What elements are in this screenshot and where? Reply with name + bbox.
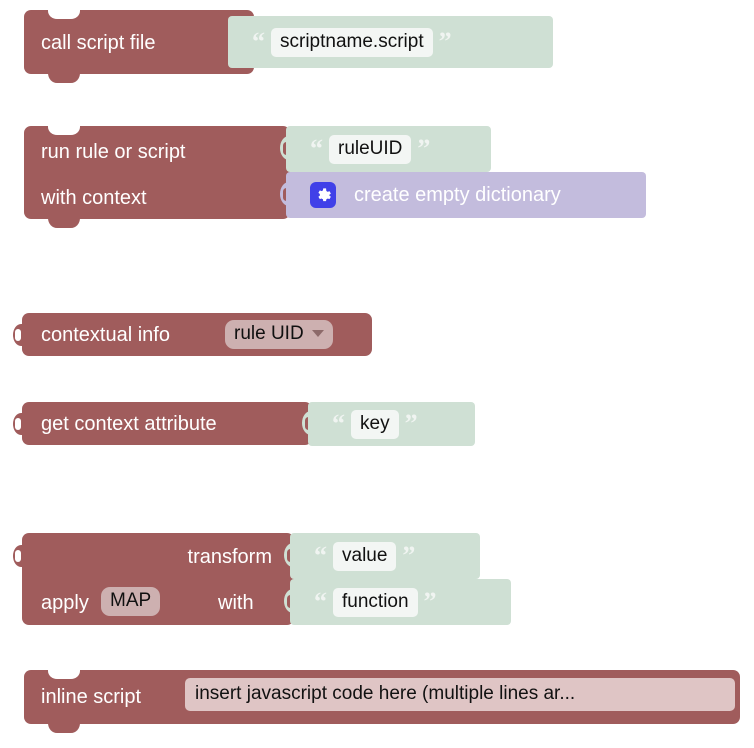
bottom-tab bbox=[48, 723, 80, 733]
gear-icon[interactable] bbox=[310, 182, 336, 208]
open-quote-glyph: “ bbox=[314, 587, 327, 616]
close-quote-glyph: ” bbox=[402, 541, 416, 570]
top-notch bbox=[48, 126, 80, 135]
block-contextual-info[interactable]: contextual info rule UID bbox=[13, 313, 402, 361]
open-quote-glyph: “ bbox=[332, 409, 345, 438]
text-value-block-rule-uid[interactable]: “ ruleUID ” bbox=[286, 126, 491, 172]
block-inline-script[interactable]: inline script insert javascript code her… bbox=[24, 670, 742, 733]
output-plug bbox=[308, 417, 316, 431]
dictionary-value-block[interactable]: create empty dictionary bbox=[286, 172, 646, 218]
block-label-with-context: with context bbox=[41, 187, 147, 209]
output-plug bbox=[13, 324, 23, 346]
block-get-context-attribute[interactable]: get context attribute “ key ” bbox=[13, 402, 492, 450]
block-run-rule-or-script[interactable]: run rule or script with context “ ruleUI… bbox=[24, 126, 646, 228]
text-value-block[interactable]: “ scriptname.script ” bbox=[228, 16, 553, 68]
chevron-down-icon bbox=[311, 330, 324, 337]
rule-uid-dropdown[interactable]: rule UID bbox=[225, 320, 333, 349]
output-plug bbox=[286, 142, 294, 156]
block-body[interactable] bbox=[24, 10, 255, 83]
function-field[interactable]: function bbox=[333, 587, 418, 617]
bottom-tab bbox=[48, 218, 80, 228]
close-quote-glyph: ” bbox=[423, 587, 437, 616]
block-label-contextual-info: contextual info bbox=[41, 324, 170, 346]
close-quote-glyph: ” bbox=[438, 27, 452, 56]
rule-uid-field[interactable]: ruleUID bbox=[329, 134, 412, 164]
block-label-run-rule-or-script: run rule or script bbox=[41, 141, 186, 163]
block-label-get-context-attribute: get context attribute bbox=[41, 413, 217, 435]
close-quote-glyph: ” bbox=[417, 134, 431, 163]
open-quote-glyph: “ bbox=[252, 27, 265, 56]
text-value-block-key[interactable]: “ key ” bbox=[308, 402, 475, 446]
code-field-value: insert javascript code here (multiple li… bbox=[195, 683, 576, 704]
output-plug bbox=[290, 549, 298, 563]
block-transform[interactable]: transform apply MAP with “ value ” “ fun… bbox=[13, 533, 512, 629]
block-label-transform: transform bbox=[187, 546, 272, 568]
block-body[interactable] bbox=[24, 126, 291, 228]
output-plug bbox=[290, 595, 298, 609]
map-field-value: MAP bbox=[110, 590, 152, 611]
output-plug bbox=[13, 545, 23, 567]
dropdown-selected-value: rule UID bbox=[234, 323, 304, 344]
open-quote-glyph: “ bbox=[314, 541, 327, 570]
javascript-code-field[interactable]: insert javascript code here (multiple li… bbox=[185, 678, 735, 711]
text-value-block-value[interactable]: “ value ” bbox=[290, 533, 480, 579]
block-label-call-script-file: call script file bbox=[41, 32, 156, 54]
script-name-field[interactable]: scriptname.script bbox=[271, 27, 433, 57]
bottom-tab bbox=[48, 73, 80, 83]
block-body[interactable] bbox=[13, 402, 313, 445]
value-field[interactable]: value bbox=[333, 541, 397, 571]
output-plug bbox=[13, 413, 23, 435]
dictionary-label: create empty dictionary bbox=[354, 184, 561, 206]
output-plug bbox=[286, 188, 294, 202]
key-field[interactable]: key bbox=[351, 409, 399, 439]
top-notch bbox=[48, 670, 80, 679]
map-field[interactable]: MAP bbox=[101, 587, 161, 616]
text-value-block-function[interactable]: “ function ” bbox=[290, 579, 511, 625]
close-quote-glyph: ” bbox=[404, 409, 418, 438]
block-label-with: with bbox=[218, 592, 254, 614]
output-plug bbox=[228, 35, 236, 49]
block-call-script-file[interactable]: call script file “ scriptname.script ” bbox=[24, 10, 564, 83]
open-quote-glyph: “ bbox=[310, 134, 323, 163]
top-notch bbox=[48, 10, 80, 19]
block-label-inline-script: inline script bbox=[41, 686, 142, 708]
block-label-apply: apply bbox=[41, 592, 89, 614]
